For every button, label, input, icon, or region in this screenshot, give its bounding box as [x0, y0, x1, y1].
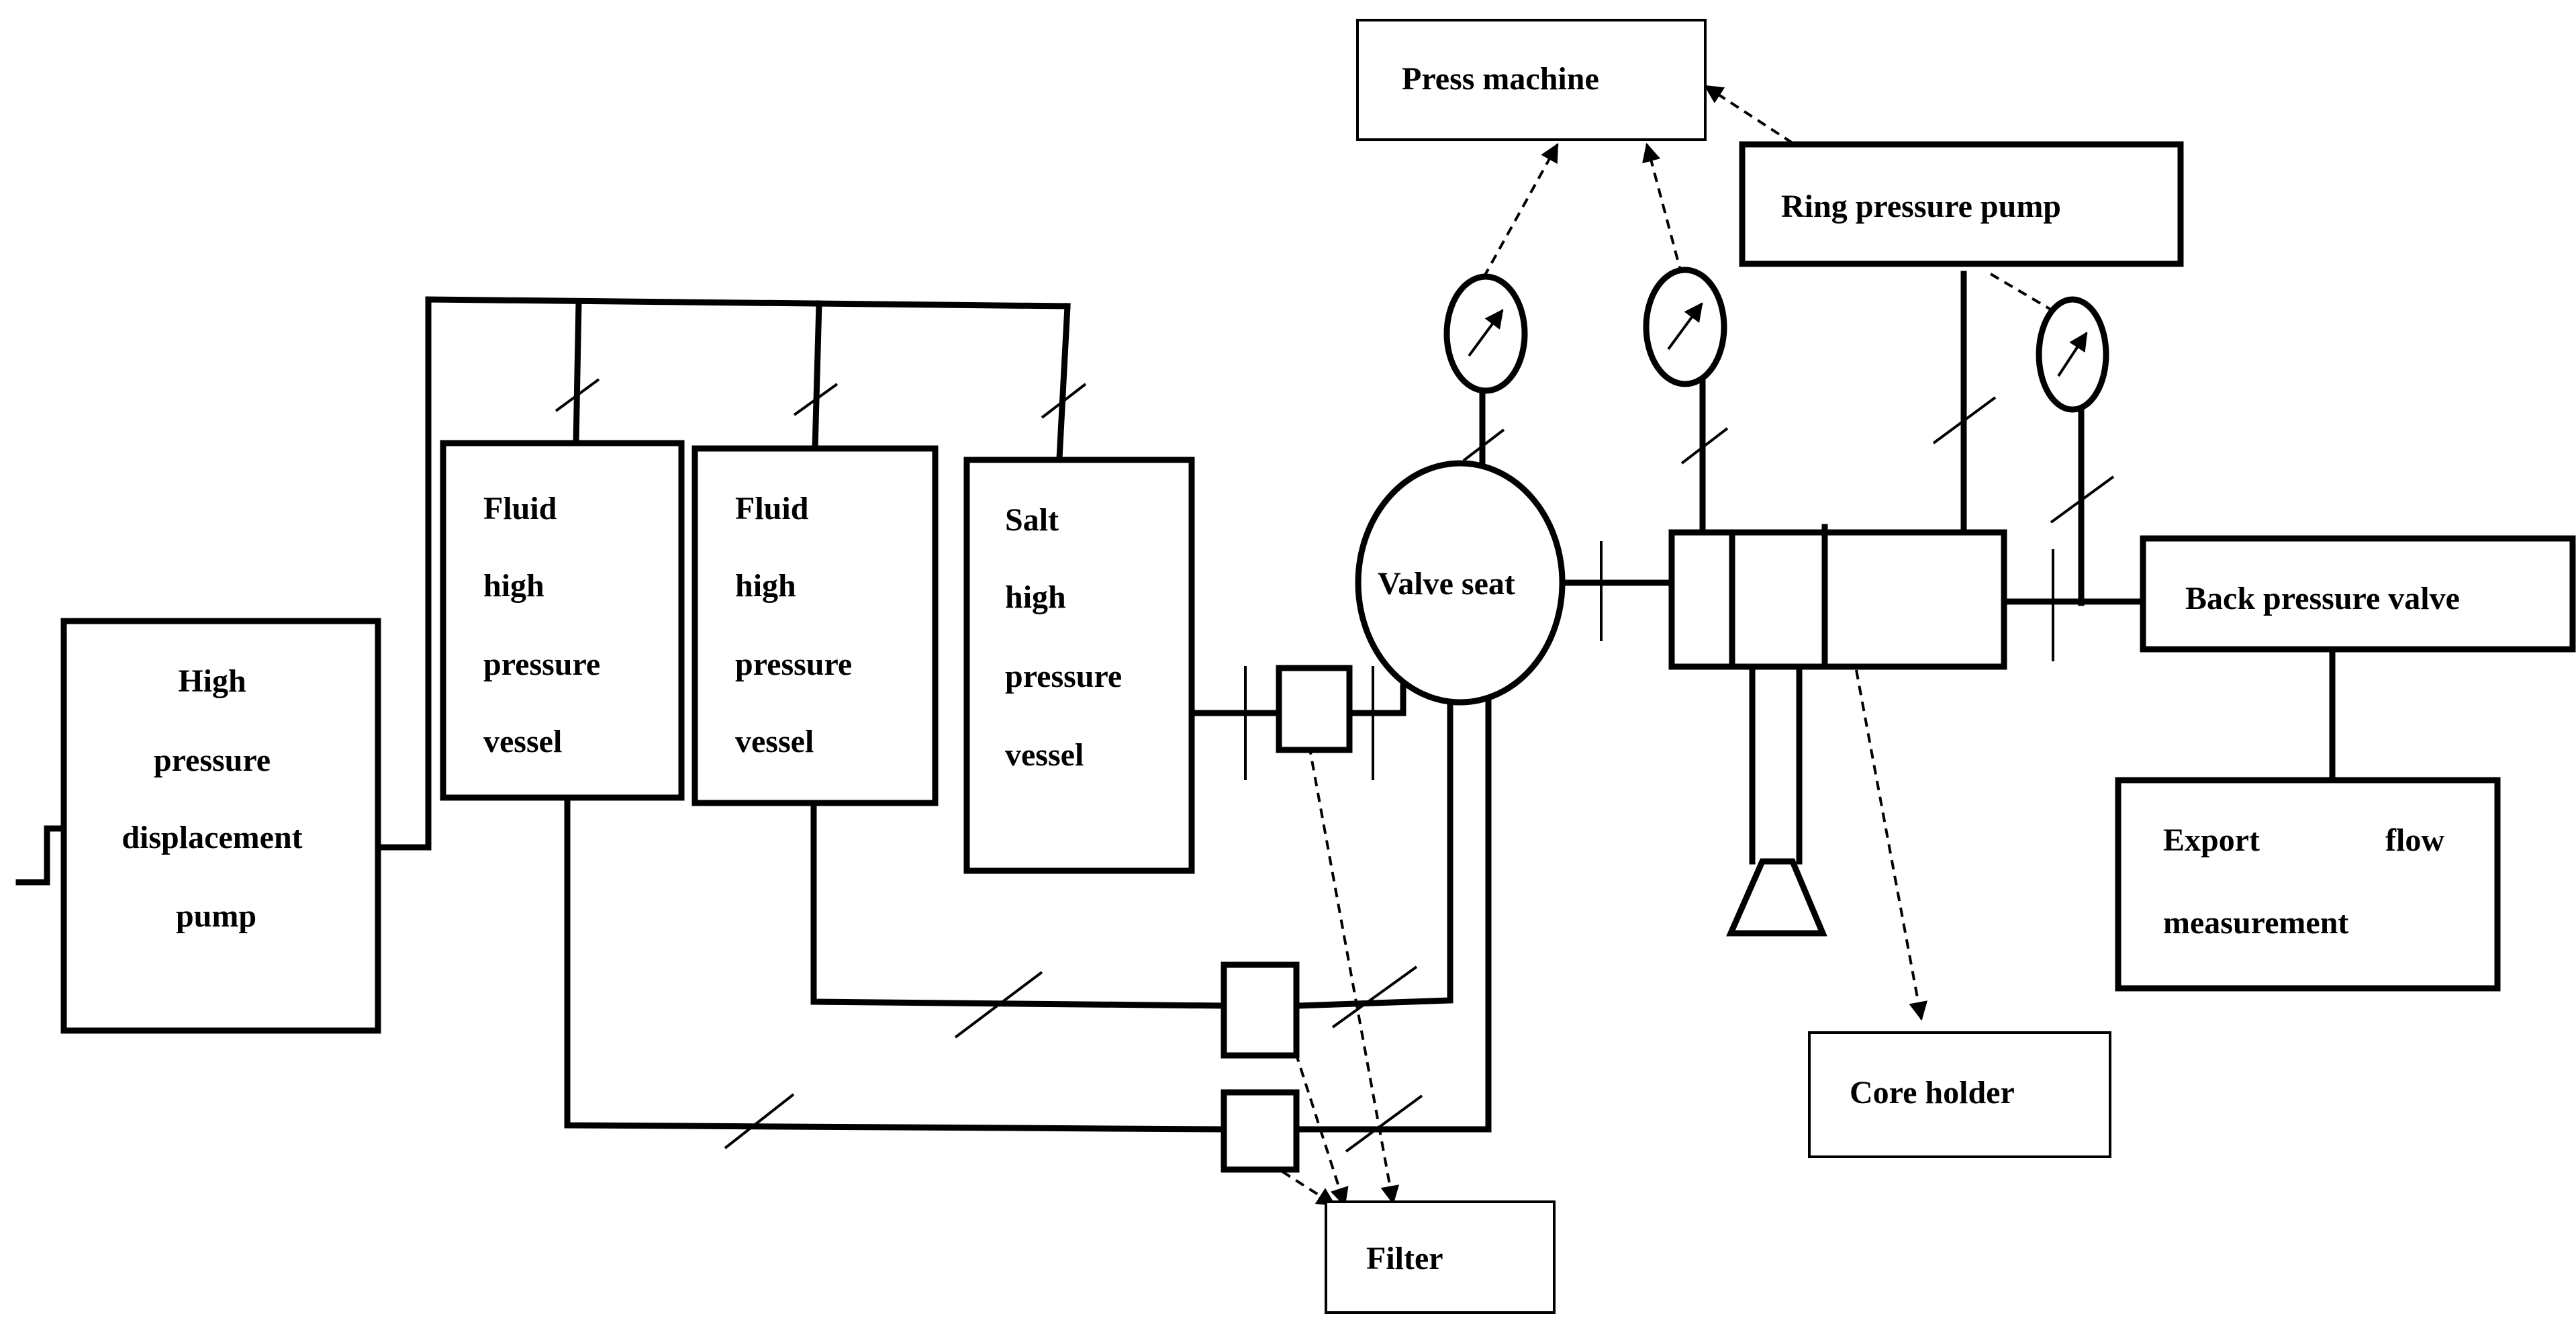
- gauge-1-needle: [1468, 309, 1504, 357]
- salt-vessel-frame: [963, 457, 1195, 874]
- header-drop-1: [573, 299, 582, 446]
- fluid-vessel-1-box: Fluid high pressure vessel: [440, 440, 685, 801]
- salt-to-valve-pipe: [1346, 683, 1406, 716]
- ring-pump-to-gauge3-line: [1989, 273, 2062, 317]
- vessel1-outlet-pipe: [564, 800, 1227, 1133]
- pressure-gauge-icon: [1443, 273, 1528, 394]
- export-flow-measurement-box: Export flow measurement: [2115, 777, 2501, 992]
- core-holder-frame: [1668, 529, 2007, 670]
- high-pressure-pump-frame: [60, 618, 381, 1034]
- pump-inlet-pipe: [15, 825, 67, 886]
- valve-seat-label: Valve seat: [1378, 566, 1515, 602]
- gauge1-to-press-arrow: [1482, 142, 1559, 278]
- valve-seat-shape: [1355, 460, 1566, 706]
- pipe-valve-marks: [555, 378, 2115, 1153]
- valve-mark: [1331, 965, 1418, 1029]
- valve-mark: [954, 971, 1043, 1039]
- gauge2-to-press-arrow: [1642, 142, 1683, 276]
- high-pressure-pump-box: High pressure displacement pump: [60, 618, 381, 1034]
- ring-pressure-pump-frame: [1739, 141, 2184, 267]
- filter-box: Filter: [1325, 1200, 1556, 1314]
- valve-mark: [2050, 475, 2115, 524]
- export-flow-label: Export flow measurement: [2163, 822, 2452, 941]
- valve-mark: [724, 1093, 795, 1149]
- header-drop-2: [812, 300, 822, 452]
- header-drop-3: [1056, 303, 1071, 462]
- valve-mark: [1680, 427, 1729, 465]
- valve-to-filter-arrow: [1281, 1170, 1336, 1206]
- ring-pump-to-press-arrow: [1704, 85, 1794, 144]
- valve-return-pipe-1: [1295, 697, 1453, 1009]
- back-pressure-valve-label: Back pressure valve: [2185, 581, 2460, 616]
- pump-outlet-pipe: [375, 296, 1071, 851]
- core-holder-box: Core holder: [1808, 1031, 2111, 1158]
- valve-icon: [1276, 665, 1353, 753]
- gauge-3-needle: [2057, 332, 2088, 377]
- valve-mark: [793, 383, 839, 416]
- valve-icon: [1221, 961, 1300, 1059]
- ring-pressure-pump-box: Ring pressure pump: [1739, 141, 2184, 267]
- gauge-2-needle: [1667, 302, 1703, 350]
- pressure-gauge-icon: [2036, 296, 2109, 413]
- valve-to-filter-arrow: [1308, 745, 1400, 1205]
- vessel2-outlet-pipe: [810, 800, 1227, 1009]
- fluid-vessel-2-frame: [691, 445, 939, 806]
- back-pressure-valve-frame: [2140, 535, 2576, 653]
- press-machine-box: Press machine: [1356, 19, 1707, 141]
- valve-mark: [1932, 396, 1997, 444]
- filter-label: Filter: [1366, 1241, 1443, 1276]
- valve-mark: [1462, 428, 1505, 462]
- fluid-vessel-1-label: Fluid high pressure vessel: [483, 491, 608, 759]
- salt-vessel-label: Salt high pressure vessel: [1005, 502, 1130, 773]
- funnel-icon: [1726, 858, 1827, 937]
- core-to-coreholder-arrow: [1855, 669, 1928, 1021]
- pressure-gauge-icon: [1643, 267, 1727, 387]
- valve-seat: Valve seat: [1355, 460, 1566, 706]
- core-holder-label-frame: [1808, 1031, 2111, 1158]
- dashed-connections: [1281, 85, 2062, 1207]
- press-machine-label: Press machine: [1402, 61, 1599, 97]
- valve-mark: [555, 378, 600, 412]
- valve-icon: [1221, 1089, 1300, 1173]
- core-holder-body: [1668, 524, 2007, 670]
- ring-pressure-pump-label: Ring pressure pump: [1781, 189, 2061, 224]
- press-machine-frame: [1356, 19, 1707, 141]
- filter-frame: [1325, 1200, 1556, 1314]
- core-holder-label: Core holder: [1850, 1075, 2015, 1110]
- back-pressure-valve-box: Back pressure valve: [2140, 535, 2576, 653]
- fluid-vessel-2-label: Fluid high pressure vessel: [735, 491, 860, 759]
- valve-return-pipe-2: [1295, 697, 1492, 1133]
- salt-vessel-box: Salt high pressure vessel: [963, 457, 1195, 874]
- valve-to-filter-arrow: [1294, 1052, 1349, 1207]
- fluid-vessel-2-box: Fluid high pressure vessel: [691, 445, 939, 806]
- valve-mark: [1041, 383, 1087, 419]
- valve-mark: [1345, 1094, 1423, 1153]
- pipe-network: [15, 271, 2336, 1133]
- fluid-vessel-1-frame: [440, 440, 685, 801]
- high-pressure-pump-label: High pressure displacement pump: [122, 663, 310, 934]
- export-flow-frame: [2115, 777, 2501, 992]
